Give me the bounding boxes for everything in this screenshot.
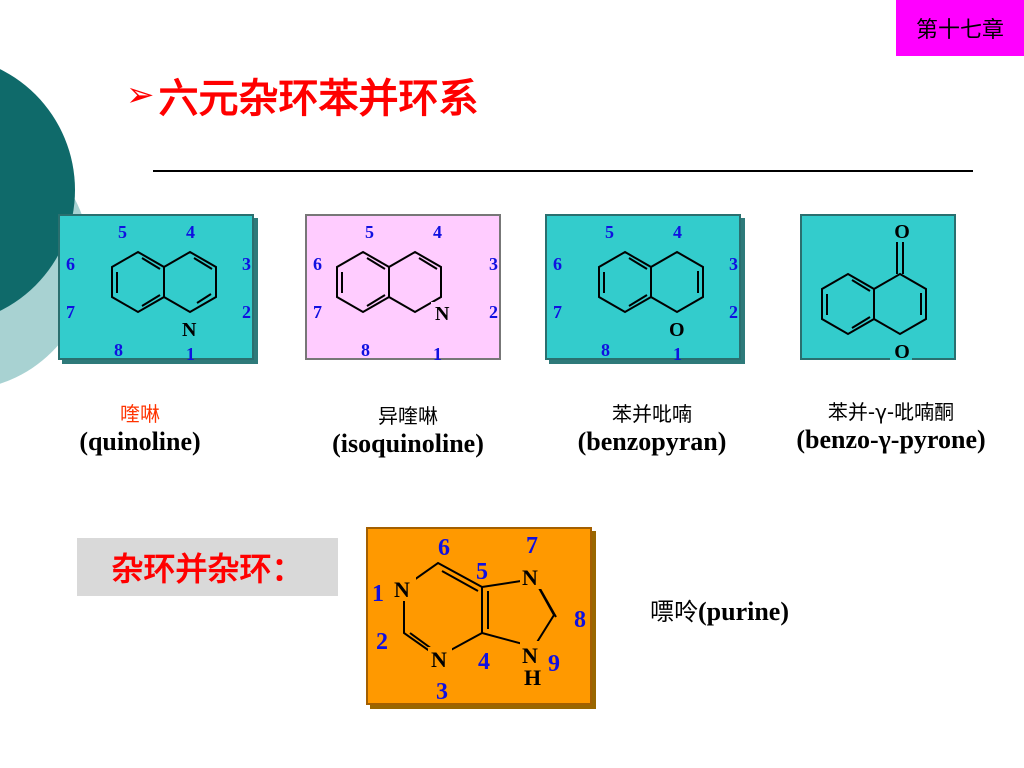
slide-title: ➢ 六元杂环苯并环系 <box>126 66 479 124</box>
quinoline-name-cn: 喹啉 <box>120 402 160 426</box>
position-number: 3 <box>436 679 448 705</box>
nitrogen-atom-3: N <box>431 647 447 672</box>
nitrogen-atom-7: N <box>522 565 538 590</box>
purine-label: 嘌呤(purine) <box>650 592 789 627</box>
benzopyran-structure: O 5 4 6 3 7 2 8 1 <box>545 214 741 362</box>
position-number: 4 <box>433 222 442 242</box>
benzo-gamma-pyrone-structure: O O <box>800 214 956 362</box>
position-number: 5 <box>365 222 374 242</box>
position-number: 7 <box>553 302 562 322</box>
chapter-tag: 第十七章 <box>896 0 1024 56</box>
title-text: 六元杂环苯并环系 <box>158 76 479 122</box>
position-number: 4 <box>478 649 490 675</box>
position-number: 6 <box>66 254 75 274</box>
ring-oxygen-atom: O <box>894 341 910 362</box>
isoquinoline-structure: N 5 4 6 3 7 2 8 1 <box>305 214 501 362</box>
position-number: 6 <box>438 535 450 561</box>
position-number: 5 <box>605 222 614 242</box>
benzopyran-name-en: (benzopyran) <box>577 427 727 456</box>
position-number: 6 <box>313 254 322 274</box>
benzo-gamma-pyrone-label: 苯并-γ-吡喃酮 (benzo-γ-pyrone) <box>764 396 1018 455</box>
position-number: 2 <box>376 629 388 655</box>
position-number: 2 <box>489 302 498 322</box>
carbonyl-oxygen-atom: O <box>894 221 910 243</box>
position-number: 8 <box>574 607 586 633</box>
position-number: 3 <box>489 254 498 274</box>
position-number: 4 <box>186 222 195 242</box>
purine-structure: N N N N H 6 7 5 1 8 2 4 9 3 <box>366 527 592 705</box>
benzo-gamma-pyrone-name-cn: 苯并-γ-吡喃酮 <box>827 400 955 424</box>
position-number: 1 <box>433 344 442 362</box>
position-number: 8 <box>361 340 370 360</box>
isoquinoline-name-en: (isoquinoline) <box>332 429 484 458</box>
purine-name-cn: 嘌呤 <box>650 598 698 626</box>
isoquinoline-name-cn: 异喹啉 <box>378 404 438 428</box>
position-number: 5 <box>118 222 127 242</box>
quinoline-label: 喹啉 (quinoline) <box>60 398 220 457</box>
nitrogen-atom: N <box>182 319 197 341</box>
arrow-bullet-icon: ➢ <box>126 75 155 115</box>
nitrogen-atom: N <box>435 303 450 325</box>
benzo-gamma-pyrone-name-en: (benzo-γ-pyrone) <box>796 425 986 454</box>
nitrogen-atom-1: N <box>394 577 410 602</box>
position-number: 8 <box>114 340 123 360</box>
position-number: 7 <box>526 533 538 559</box>
position-number: 1 <box>186 344 195 362</box>
quinoline-structure: N 5 4 6 3 7 2 8 1 <box>58 214 254 362</box>
quinoline-name-en: (quinoline) <box>79 427 201 456</box>
title-divider <box>153 170 973 172</box>
purine-name-en: (purine) <box>698 597 789 626</box>
position-number: 1 <box>372 581 384 607</box>
position-number: 8 <box>601 340 610 360</box>
position-number: 7 <box>313 302 322 322</box>
position-number: 3 <box>242 254 251 274</box>
position-number: 9 <box>548 651 560 677</box>
position-number: 5 <box>476 559 488 585</box>
fused-heterocycle-heading: 杂环并杂环： <box>77 538 338 596</box>
position-number: 3 <box>729 254 738 274</box>
position-number: 7 <box>66 302 75 322</box>
position-number: 2 <box>242 302 251 322</box>
position-number: 2 <box>729 302 738 322</box>
oxygen-atom: O <box>669 319 685 341</box>
hydrogen-atom: H <box>524 665 541 690</box>
position-number: 6 <box>553 254 562 274</box>
benzopyran-label: 苯并吡喃 (benzopyran) <box>552 398 752 457</box>
position-number: 4 <box>673 222 682 242</box>
isoquinoline-label: 异喹啉 (isoquinoline) <box>305 400 511 459</box>
benzopyran-name-cn: 苯并吡喃 <box>612 402 692 426</box>
position-number: 1 <box>673 344 682 362</box>
nitrogen-atom-9: N <box>522 643 538 668</box>
